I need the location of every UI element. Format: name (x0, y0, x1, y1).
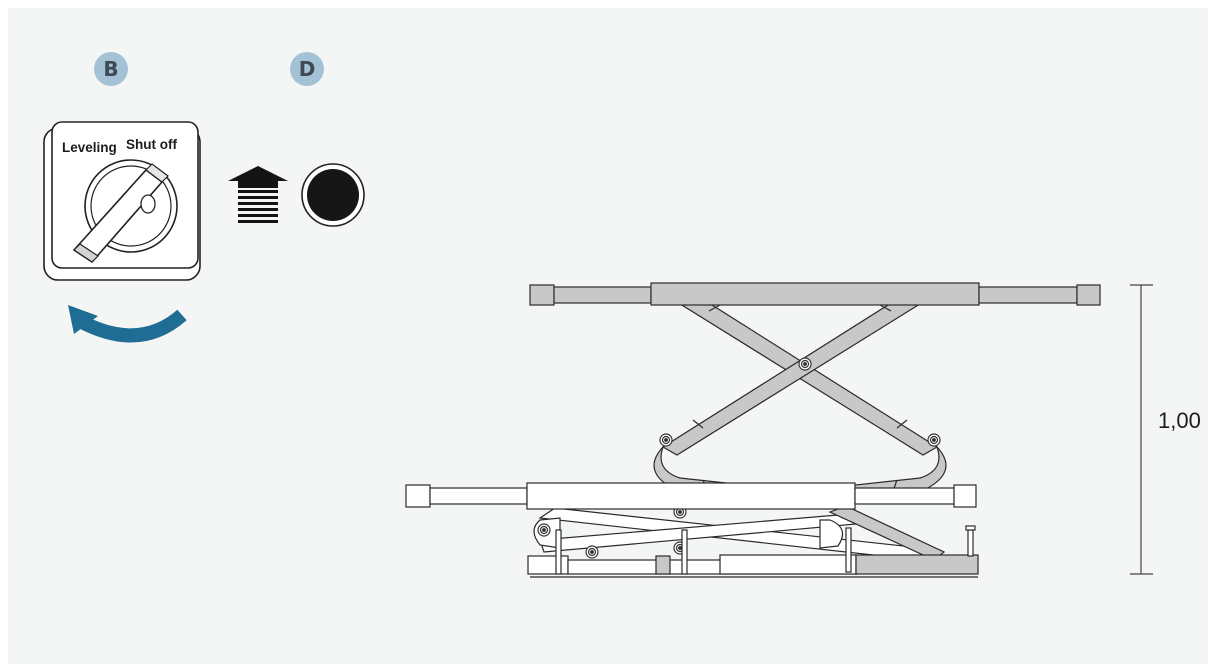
selector-switch (43, 121, 201, 281)
badge-b: B (94, 52, 128, 86)
switch-label-leveling: Leveling (62, 140, 117, 155)
height-dimension-label: 1,00 (1158, 408, 1201, 433)
diagram-panel (8, 8, 1208, 664)
height-dimension-line (1130, 284, 1153, 575)
scissor-lift (405, 282, 1101, 578)
switch-label-shut-off: Shut off (126, 137, 177, 152)
arrow-up-icon (228, 166, 288, 223)
badge-d: D (290, 52, 324, 86)
push-button-icon (301, 163, 365, 227)
curved-arrow-icon (68, 305, 187, 343)
